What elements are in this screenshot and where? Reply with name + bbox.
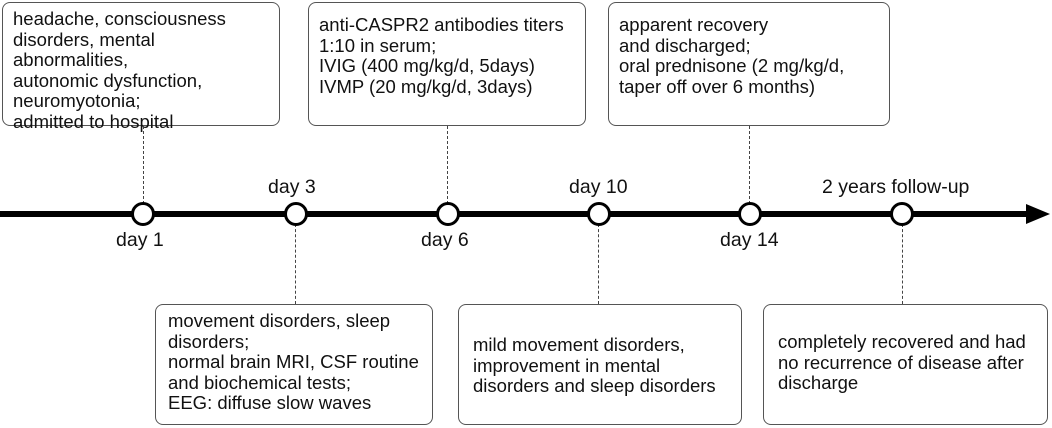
event-box-admission: headache, consciousness disorders, menta…: [2, 2, 280, 131]
connector-day-1: [143, 126, 144, 204]
label-day-10: day 10: [569, 176, 628, 198]
timeline-node-day-10: [587, 202, 611, 226]
connector-day-6: [447, 126, 448, 204]
label-day-14: day 14: [720, 229, 779, 251]
connector-follow-up: [902, 224, 903, 304]
label-follow-up: 2 years follow-up: [822, 176, 970, 198]
label-day-3: day 3: [268, 176, 316, 198]
connector-day-14: [749, 126, 750, 204]
event-box-discharge: apparent recovery and discharged; oral p…: [608, 2, 890, 126]
timeline-node-day-3: [284, 202, 308, 226]
label-day-6: day 6: [421, 229, 469, 251]
timeline-node-day-6: [436, 202, 460, 226]
timeline-node-day-14: [738, 202, 762, 226]
event-box-day-10: mild movement disorders, improvement in …: [458, 304, 742, 425]
connector-day-3: [295, 224, 296, 304]
event-box-day-3: movement disorders, sleep disorders; nor…: [155, 304, 433, 425]
label-day-1: day 1: [116, 229, 164, 251]
timeline-node-day-1: [131, 202, 155, 226]
timeline-node-follow-up: [890, 202, 914, 226]
timeline-arrowhead: [1026, 204, 1050, 224]
event-box-treatment: anti-CASPR2 antibodies titers 1:10 in se…: [308, 2, 586, 126]
timeline-axis: [0, 211, 1030, 217]
connector-day-10: [598, 224, 599, 304]
event-box-follow-up: completely recovered and had no recurren…: [763, 304, 1048, 425]
